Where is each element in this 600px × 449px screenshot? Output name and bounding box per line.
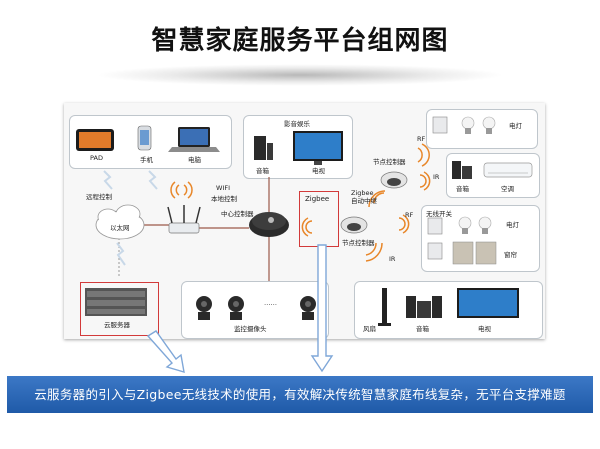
- phone-signal-icon: [148, 170, 158, 190]
- curtain-icon: [452, 241, 497, 265]
- tv-icon-1: [293, 131, 343, 165]
- label-cameras: 监控摄像头: [234, 325, 267, 333]
- node-controller-icon-2: [340, 216, 368, 234]
- remote-signal-icon: [103, 170, 113, 190]
- wall-switch-icon-1: [432, 116, 448, 134]
- relay-waves-icon: [368, 190, 386, 208]
- label-speaker-1: 音箱: [256, 167, 269, 175]
- label-node-1: 节点控制器: [373, 158, 406, 166]
- label-phone: 手机: [140, 156, 153, 164]
- label-wifi: WIFI: [216, 184, 230, 192]
- bulb-icon-1: [461, 116, 475, 134]
- bulb-icon-3: [458, 216, 472, 234]
- label-curtain: 窗帘: [504, 251, 517, 259]
- title-shadow: [95, 64, 505, 86]
- tv-icon-3: [457, 288, 519, 318]
- label-av-title: 影音娱乐: [284, 120, 310, 128]
- label-relay: Zigbee 自动中继: [351, 189, 377, 205]
- cloud-icon: [95, 204, 145, 240]
- camera-icon-2: [228, 296, 244, 320]
- page-title: 智慧家庭服务平台组网图: [151, 26, 449, 56]
- label-speaker-3: 音箱: [416, 325, 429, 333]
- label-tv-1: 电视: [312, 167, 325, 175]
- label-pad: PAD: [90, 154, 103, 162]
- label-ir-2: IR: [389, 255, 396, 263]
- server-icon: [85, 288, 147, 316]
- label-server: 云服务器: [104, 321, 130, 329]
- wall-switch-icon-3: [427, 242, 443, 260]
- label-pc: 电脑: [188, 156, 201, 164]
- router-icon: [167, 205, 201, 234]
- label-node-2: 节点控制器: [342, 239, 375, 247]
- camera-icon-1: [196, 296, 212, 320]
- network-diagram: PAD 手机 电脑 远程控制 以太网 WIFI 本地控制 中心控制器 影音娱乐 …: [64, 103, 545, 339]
- node-controller-icon-1: [380, 171, 408, 189]
- rf-waves-icon-2: [398, 214, 410, 234]
- caption-banner: 云服务器的引入与Zigbee无线技术的使用，有效解决传统智慧家庭布线复杂，无平台…: [7, 376, 593, 413]
- label-hub: 中心控制器: [221, 210, 254, 218]
- ac-icon: [483, 162, 533, 178]
- ir-waves-icon-1: [419, 171, 431, 191]
- diagram-drawing: [76, 116, 533, 326]
- ir-waves-icon-2: [365, 242, 383, 262]
- bulb-icon-4: [478, 216, 492, 234]
- speaker-icon-2: [452, 161, 472, 179]
- label-fan: 风扇: [363, 325, 376, 333]
- label-ac: 空调: [501, 185, 514, 193]
- speaker-icon-1: [254, 136, 273, 160]
- speaker-icon-3: [406, 296, 442, 318]
- bulb-icon-2: [482, 116, 496, 134]
- label-rf-1: RF: [417, 135, 426, 143]
- label-light-1: 电灯: [509, 122, 522, 130]
- rf-waves-icon-1: [417, 143, 430, 167]
- camera-icon-3: [300, 296, 316, 320]
- label-wireless-switch: 无线开关: [426, 210, 452, 218]
- label-light-2: 电灯: [506, 221, 519, 229]
- label-ethernet: 以太网: [110, 224, 130, 232]
- label-dots: ……: [264, 299, 277, 307]
- server-callout-arrow: [146, 330, 185, 373]
- fan-icon: [378, 288, 391, 326]
- hub-icon: [249, 212, 289, 237]
- zigbee-waves-icon: [301, 217, 313, 237]
- label-speaker-2: 音箱: [456, 185, 469, 193]
- wifi-waves-icon: [170, 181, 193, 199]
- server-signal-icon: [116, 242, 126, 266]
- label-rf-2: RF: [405, 211, 414, 219]
- label-local: 本地控制: [211, 195, 237, 203]
- label-tv-3: 电视: [478, 325, 491, 333]
- label-ir-1: IR: [433, 173, 440, 181]
- zigbee-callout-arrow: [310, 244, 334, 373]
- wall-switch-icon-2: [427, 217, 443, 235]
- label-zigbee: Zigbee: [305, 195, 330, 203]
- label-remote: 远程控制: [86, 193, 112, 201]
- server-highlight-box: [80, 282, 159, 336]
